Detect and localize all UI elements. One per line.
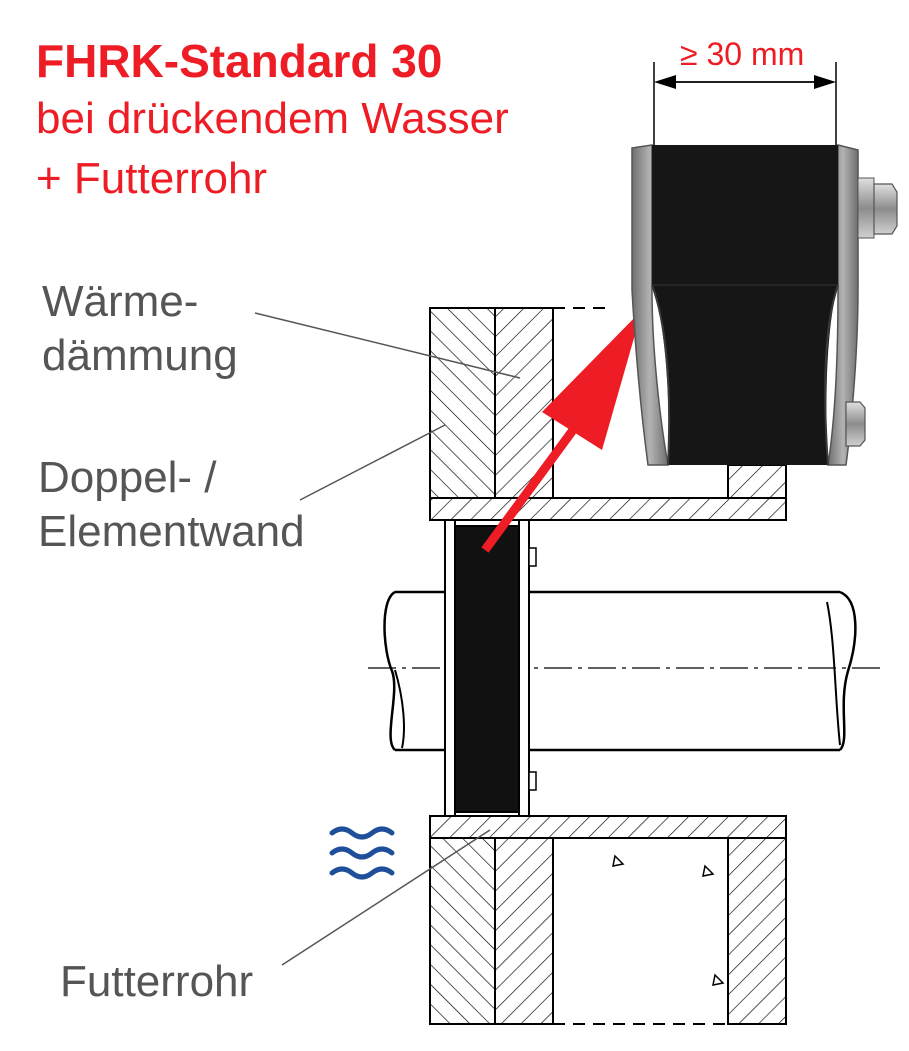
- title-line-1: FHRK-Standard 30: [36, 35, 443, 87]
- nut-icon: [528, 547, 537, 567]
- dimension-label: ≥ 30 mm: [680, 36, 805, 72]
- title-line-2: bei drückendem Wasser: [36, 94, 509, 143]
- nut-icon: [857, 177, 898, 239]
- futterrohr-upper: [429, 497, 787, 521]
- nut-icon: [845, 401, 866, 447]
- futterrohr-lower: [429, 815, 787, 839]
- seal-detail-illustration: [631, 62, 898, 466]
- sealing-insert: [444, 519, 537, 817]
- wall-lower: [429, 837, 787, 1025]
- leader-lines: [254, 312, 521, 966]
- label-futterrohr: Futterrohr: [60, 957, 254, 1006]
- wall-upper: [429, 307, 787, 499]
- label-waermedaemmung-1: Wärme-: [42, 277, 199, 326]
- water-waves-icon: [329, 826, 395, 880]
- red-arrow-icon: [481, 310, 642, 553]
- label-waermedaemmung-2: dämmung: [42, 331, 238, 380]
- label-doppelwand-2: Elementwand: [38, 507, 305, 556]
- label-doppelwand-1: Doppel- /: [38, 453, 217, 502]
- title-line-3: + Futterrohr: [36, 154, 268, 203]
- nut-icon: [528, 771, 537, 791]
